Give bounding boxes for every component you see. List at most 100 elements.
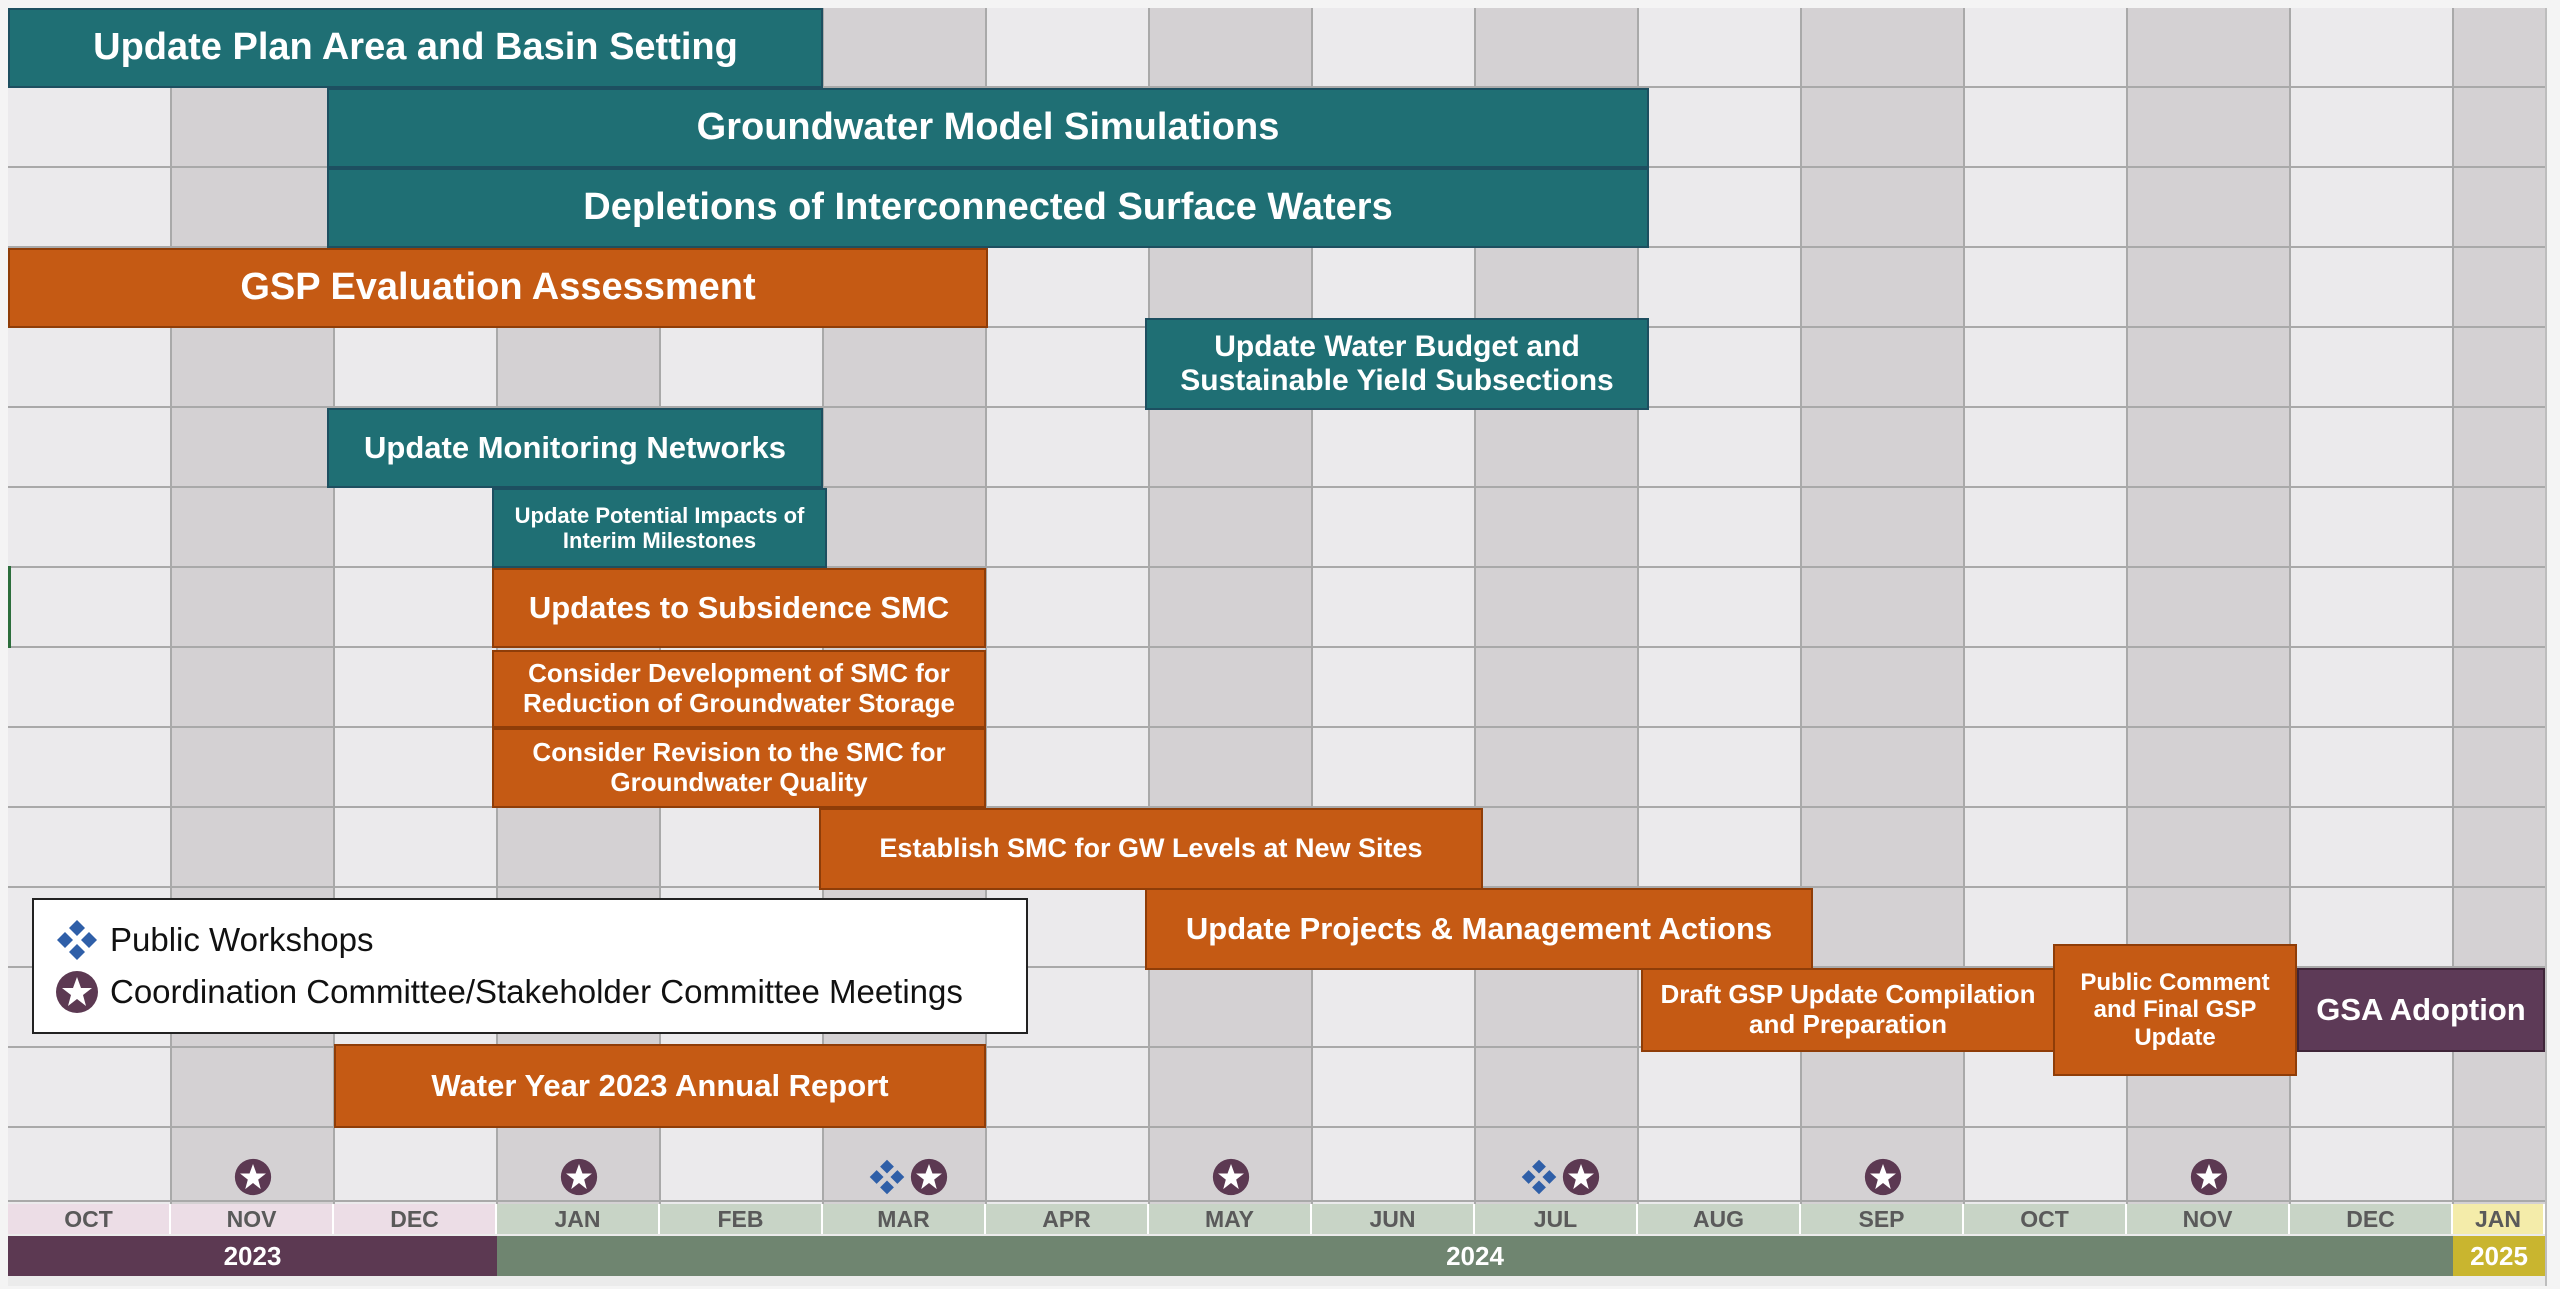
year-label-2025: 2025: [2453, 1236, 2545, 1276]
year-label-2023: 2023: [8, 1236, 497, 1276]
milestone-may-2024: [1212, 1156, 1250, 1198]
grid-line: [8, 1046, 2545, 1048]
grid-line: [8, 1200, 2545, 1202]
task-projects-actions: Update Projects & Management Actions: [1145, 888, 1813, 970]
task-label: Consider Revision to the SMC for: [532, 737, 946, 768]
gantt-chart: Update Plan Area and Basin Setting Groun…: [8, 8, 2547, 1286]
month-label: SEP: [1801, 1204, 1964, 1234]
task-label: GSP Evaluation Assessment: [240, 266, 756, 309]
star-in-circle-icon: [54, 969, 100, 1015]
milestone-nov-2024: [2190, 1156, 2228, 1198]
month-label: DEC: [334, 1204, 497, 1234]
task-label: Updates to Subsidence SMC: [528, 590, 950, 626]
month-label: AUG: [1638, 1204, 1801, 1234]
task-update-plan-area: Update Plan Area and Basin Setting: [8, 8, 823, 88]
milestone-nov-2023: [234, 1156, 272, 1198]
task-label: Sustainable Yield Subsections: [1180, 364, 1614, 397]
task-potential-impacts: Update Potential Impacts of Interim Mile…: [492, 488, 827, 568]
month-label: DEC: [2290, 1204, 2453, 1234]
task-label: Groundwater Quality: [610, 767, 868, 797]
task-label: and Final GSP: [2093, 996, 2257, 1024]
task-depletions: Depletions of Interconnected Surface Wat…: [327, 168, 1649, 248]
month-label: JUN: [1312, 1204, 1475, 1234]
task-subsidence-smc: Updates to Subsidence SMC: [492, 568, 986, 648]
task-smc-storage: Consider Development of SMC for Reductio…: [492, 650, 986, 728]
milestone-jan-2024: [560, 1156, 598, 1198]
month-label: OCT: [1964, 1204, 2127, 1234]
star-in-circle-icon: [910, 1158, 948, 1196]
task-label: Public Comment: [2080, 968, 2270, 996]
star-in-circle-icon: [560, 1158, 598, 1196]
task-water-year-report: Water Year 2023 Annual Report: [334, 1044, 986, 1128]
grid-line: [1800, 8, 1802, 1230]
month-label: JUL: [1475, 1204, 1638, 1234]
grid-line: [170, 8, 172, 1230]
task-label: Groundwater Model Simulations: [696, 106, 1280, 149]
legend: Public Workshops Coordination Committee/…: [32, 898, 1028, 1034]
diamond-cluster-icon: [869, 1159, 905, 1195]
grid-line: [8, 486, 2545, 488]
month-label: JAN: [497, 1204, 660, 1234]
task-gsp-evaluation: GSP Evaluation Assessment: [8, 248, 988, 328]
task-label: Update Monitoring Networks: [364, 430, 786, 466]
star-in-circle-icon: [2190, 1158, 2228, 1196]
legend-item-public-workshops: Public Workshops: [54, 914, 1006, 966]
task-label: Interim Milestones: [562, 528, 757, 553]
diamond-cluster-icon: [54, 917, 100, 963]
grid-line: [1474, 8, 1476, 1230]
month-label: APR: [986, 1204, 1149, 1234]
month-label: NOV: [171, 1204, 334, 1234]
task-groundwater-model: Groundwater Model Simulations: [327, 88, 1649, 168]
month-label: NOV: [2127, 1204, 2290, 1234]
task-label: Depletions of Interconnected Surface Wat…: [583, 186, 1393, 229]
task-smc-gw-levels: Establish SMC for GW Levels at New Sites: [819, 808, 1483, 890]
grid-line: [985, 8, 987, 1230]
grid-line: [8, 646, 2545, 648]
task-water-budget: Update Water Budget and Sustainable Yiel…: [1145, 318, 1649, 410]
star-in-circle-icon: [234, 1158, 272, 1196]
task-label: Establish SMC for GW Levels at New Sites: [879, 833, 1423, 864]
row-selection-marker: [8, 566, 11, 648]
month-label: OCT: [8, 1204, 171, 1234]
grid-line: [8, 566, 2545, 568]
task-label: Draft GSP Update Compilation: [1660, 979, 2036, 1010]
milestone-sep-2024: [1864, 1156, 1902, 1198]
task-label: Consider Development of SMC for: [528, 658, 950, 689]
grid-line: [8, 86, 2545, 88]
year-label-2024: 2024: [497, 1236, 2453, 1276]
legend-item-committee-meetings: Coordination Committee/Stakeholder Commi…: [54, 966, 1006, 1018]
task-label: Update: [2134, 1023, 2216, 1051]
grid-line: [2289, 8, 2291, 1230]
grid-line: [1311, 8, 1313, 1230]
task-label: GSA Adoption: [2316, 992, 2526, 1028]
grid-line: [1148, 8, 1150, 1230]
task-gsa-adoption: GSA Adoption: [2297, 968, 2545, 1052]
grid-line: [333, 8, 335, 1230]
diamond-cluster-icon: [1521, 1159, 1557, 1195]
star-in-circle-icon: [1212, 1158, 1250, 1196]
month-label: FEB: [660, 1204, 823, 1234]
month-label: JAN: [2453, 1204, 2545, 1234]
milestone-jul-2024: [1520, 1156, 1600, 1198]
legend-label: Coordination Committee/Stakeholder Commi…: [110, 973, 963, 1010]
grid-line: [2126, 8, 2128, 1230]
grid-line: [1963, 8, 1965, 1230]
grid-line: [2452, 8, 2454, 1230]
task-label: Update Plan Area and Basin Setting: [93, 26, 738, 69]
task-label: and Preparation: [1749, 1009, 1947, 1039]
star-in-circle-icon: [1864, 1158, 1902, 1196]
task-label: Update Potential Impacts of: [514, 502, 805, 528]
grid-line: [8, 806, 2545, 808]
task-label: Reduction of Groundwater Storage: [523, 688, 955, 718]
legend-label: Public Workshops: [110, 921, 374, 958]
month-label: MAY: [1149, 1204, 1312, 1234]
month-label: MAR: [823, 1204, 986, 1234]
task-monitoring-networks: Update Monitoring Networks: [327, 408, 823, 488]
star-in-circle-icon: [1562, 1158, 1600, 1196]
grid-line: [1637, 8, 1639, 1230]
task-label: Update Projects & Management Actions: [1185, 911, 1773, 947]
milestone-mar-2024: [868, 1156, 948, 1198]
grid-line: [8, 726, 2545, 728]
task-label: Update Water Budget and: [1214, 329, 1580, 363]
task-smc-quality: Consider Revision to the SMC for Groundw…: [492, 728, 986, 808]
